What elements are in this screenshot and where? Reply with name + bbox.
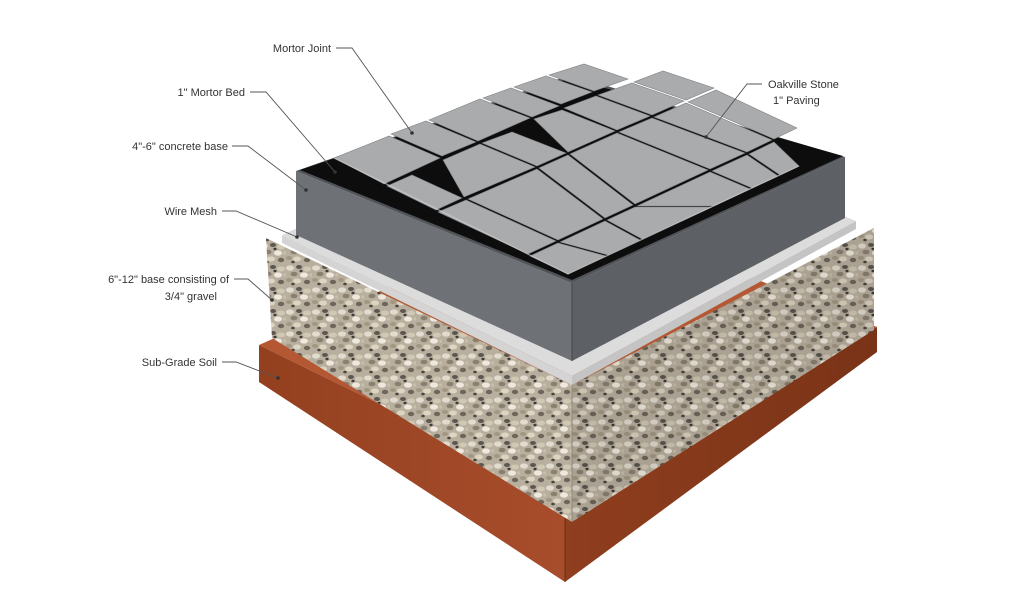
paving-stone: [687, 89, 798, 140]
label-gravel-line2: 3/4" gravel: [165, 291, 217, 303]
label-subgrade: Sub-Grade Soil: [142, 357, 217, 369]
paving-stone: [618, 117, 746, 170]
leader-gravel: [234, 278, 273, 301]
label-paving-line1: Oakville Stone: [768, 79, 839, 91]
label-paving-line2: 1" Paving: [773, 95, 820, 107]
leader-concrete-base: [232, 145, 307, 191]
label-mortar-bed: 1" Mortor Bed: [178, 87, 246, 99]
mesh-front-face: [282, 235, 572, 385]
concrete-right-face: [572, 157, 845, 361]
callout-leaders: [222, 47, 762, 380]
paving-stone: [386, 174, 463, 211]
paving-stone: [548, 63, 629, 92]
gravel-front-face: [266, 238, 572, 522]
label-mortar-joint: Mortor Joint: [273, 43, 331, 55]
paving-stone: [390, 120, 477, 157]
paving-stone: [442, 143, 536, 198]
concrete-front-face: [296, 171, 572, 361]
label-gravel-line1: 6"-12" base consisting of: [108, 274, 230, 286]
leader-wire-mesh-tip: [295, 235, 299, 239]
paving-stone: [597, 82, 685, 116]
label-concrete-base: 4"-6" concrete base: [132, 141, 228, 153]
soil-front-face: [259, 345, 565, 582]
leader-mortar-joint: [336, 47, 413, 134]
leader-wire-mesh: [222, 210, 298, 238]
paving-stone: [633, 70, 715, 101]
leader-paving: [705, 83, 762, 138]
label-wire-mesh: Wire Mesh: [164, 206, 217, 218]
gravel-right-face: [572, 228, 874, 522]
soil-right-face: [565, 327, 877, 582]
paving-stone: [533, 109, 616, 153]
paving-stone: [569, 132, 709, 205]
paving-stone: [333, 135, 441, 185]
leader-concrete-base-tip: [304, 188, 308, 192]
oakville-stone-paving: [333, 63, 800, 275]
leader-mortar-bed-tip: [333, 170, 337, 174]
callout-labels: Mortor Joint 1" Mortor Bed 4"-6" concret…: [108, 43, 839, 369]
paving-stone: [437, 199, 557, 255]
paving-stone: [467, 168, 604, 241]
leader-paving-tip: [704, 135, 708, 139]
paving-stone: [538, 154, 634, 219]
paving-stone: [481, 131, 567, 167]
leader-mortar-joint-tip: [410, 131, 414, 135]
leader-gravel-tip: [270, 298, 274, 302]
paving-stone: [482, 87, 560, 118]
paving-stone: [513, 75, 593, 105]
gravel-base-layer: [266, 228, 874, 522]
leader-subgrade: [222, 361, 279, 379]
paving-stone: [428, 98, 531, 142]
mesh-right-face: [572, 221, 856, 385]
leader-subgrade-tip: [276, 376, 280, 380]
paving-stone: [563, 95, 651, 131]
leader-mortar-bed: [250, 91, 336, 173]
